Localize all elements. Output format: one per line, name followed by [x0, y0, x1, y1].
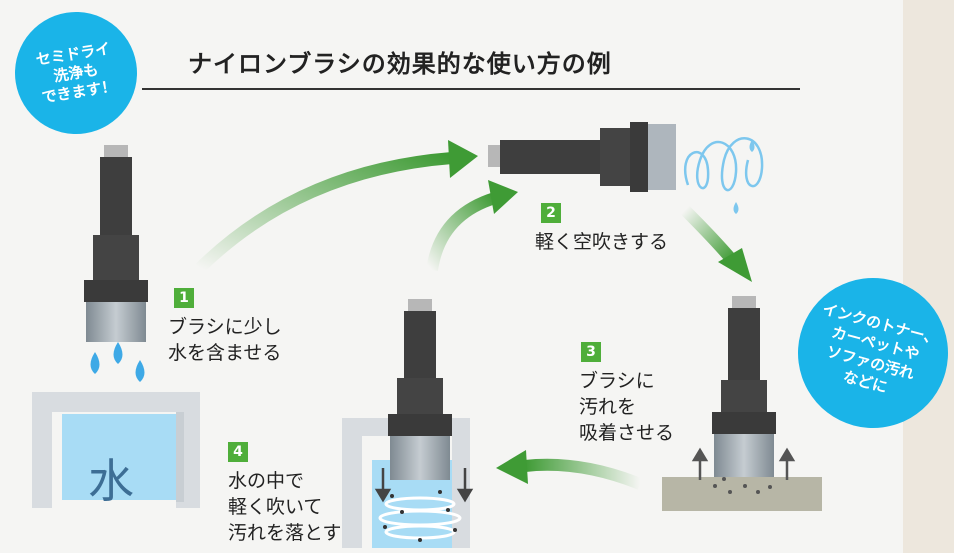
- floor-surface: [662, 477, 822, 511]
- down-arrow-icon: [374, 468, 474, 503]
- air-swirl-icon: [684, 137, 764, 214]
- cup-label: 水: [88, 454, 134, 508]
- arrow-icon: [496, 450, 643, 490]
- brush-illustration: [488, 122, 676, 192]
- suction-arrow-icon: [691, 447, 796, 480]
- dirt-particles: [383, 490, 457, 542]
- page-title: ナイロンブラシの効果的な使い方の例: [188, 50, 612, 78]
- step-number-3: 3: [581, 342, 601, 362]
- brush-illustration: [84, 145, 148, 342]
- arrow-icon: [195, 140, 478, 273]
- step-text-2: 軽く空吹きする: [535, 231, 669, 253]
- water-drop-icon: [90, 342, 145, 382]
- brush-illustration: [388, 299, 452, 480]
- arrow-icon: [680, 205, 752, 282]
- brush-illustration: [712, 296, 776, 478]
- badge-text: インクのトナー、 カーペットや ソファの汚れ などに: [820, 299, 941, 397]
- step-number-1: 1: [174, 288, 194, 308]
- title-divider: [142, 88, 800, 90]
- step-number-4: 4: [228, 442, 248, 462]
- water-cup: [32, 392, 200, 508]
- arrow-icon: [426, 180, 518, 272]
- right-sidebar: [903, 0, 954, 553]
- dirt-particles: [713, 477, 772, 494]
- badge-text: セミドライ 洗浄も できます！: [34, 38, 118, 107]
- step-number-2: 2: [541, 203, 561, 223]
- step-text-3: ブラシに 汚れを 吸着させる: [579, 370, 675, 444]
- step-text-4: 水の中で 軽く吹いて 汚れを落とす: [228, 470, 342, 544]
- water-swirl-icon: [378, 496, 462, 540]
- step-text-1: ブラシに少し 水を含ませる: [168, 316, 282, 364]
